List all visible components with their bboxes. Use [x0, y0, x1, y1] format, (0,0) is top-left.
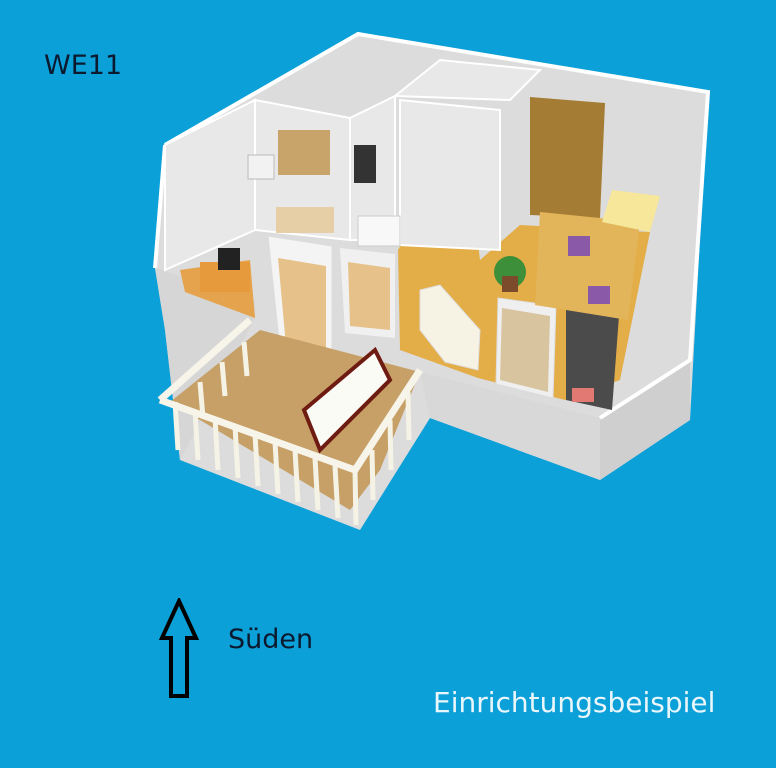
caption-furnishing-example: Einrichtungsbeispiel: [433, 686, 716, 719]
living-room-furniture: [419, 256, 620, 410]
kitchen-furniture: [200, 130, 334, 292]
doors: [267, 235, 557, 399]
bedroom-furniture: [530, 97, 660, 320]
unit-title: WE11: [44, 50, 123, 81]
arrow-up-outline-icon: [158, 598, 200, 698]
balcony: [157, 317, 423, 526]
compass-direction-label: Süden: [228, 624, 314, 655]
